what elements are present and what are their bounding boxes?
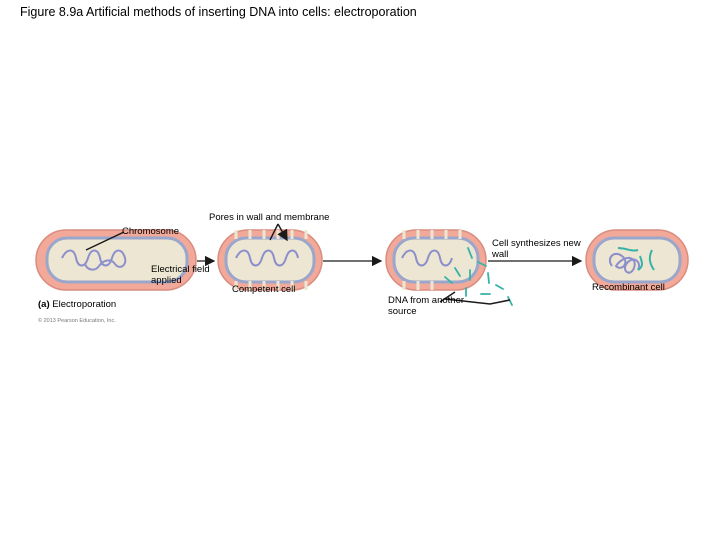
- panel-caption: (a) Electroporation: [38, 299, 116, 310]
- copyright: © 2013 Pearson Education, Inc.: [38, 318, 116, 324]
- chromosome: [608, 252, 640, 274]
- leader-pores: [269, 223, 287, 240]
- cell-synthesizes-label: Cell synthesizes new wall: [492, 238, 581, 261]
- chromosome-label: Chromosome: [122, 226, 180, 237]
- competent-cell-label: Competent cell: [232, 284, 296, 295]
- cell-original: [35, 229, 197, 291]
- figure-title: Figure 8.9a Artificial methods of insert…: [20, 5, 417, 19]
- chromosome: [401, 249, 453, 267]
- pores-label: Pores in wall and membrane: [209, 212, 330, 223]
- dna-source-label: DNA from another source: [388, 295, 465, 318]
- leader-dna: [439, 291, 511, 305]
- cell-dna-entering: [385, 229, 487, 291]
- chromosome: [235, 249, 299, 267]
- leader-chromosome: [85, 231, 125, 251]
- cell-recombinant: [585, 229, 689, 291]
- electrical-field-label: Electrical field applied: [151, 264, 210, 287]
- inserted-dna: [617, 247, 655, 271]
- panel-name: Electroporation: [52, 299, 117, 310]
- recombinant-cell-label: Recombinant cell: [592, 282, 665, 293]
- foreign-dna-fragments: [444, 247, 513, 306]
- chromosome: [61, 249, 127, 271]
- panel-letter: (a): [38, 299, 50, 310]
